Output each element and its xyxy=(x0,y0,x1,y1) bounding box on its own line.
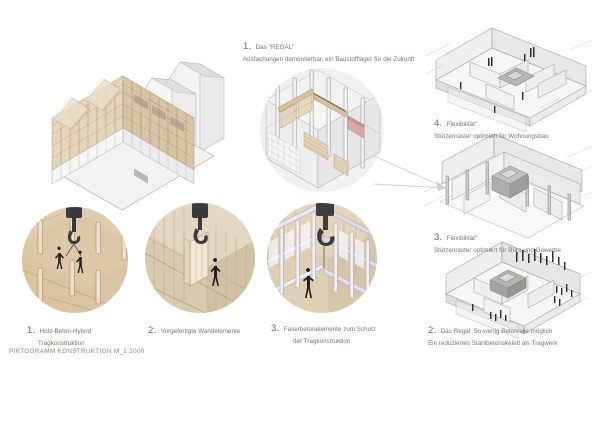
detail-circle-3 xyxy=(262,200,382,316)
callout-line1: Faserbetonelemente zum Schutz xyxy=(283,326,377,333)
callout-line1: Flexibilität" xyxy=(446,235,478,242)
callout-number: 1. xyxy=(243,41,252,52)
callout-number: 4. xyxy=(434,118,443,129)
callout-number: 3. xyxy=(271,323,280,334)
detail-circle-regal xyxy=(256,62,392,198)
axo-3-buero-gewerbe xyxy=(423,133,593,239)
callout-number: 3. xyxy=(434,232,443,243)
callout-line1: Flexibilität" xyxy=(446,121,478,128)
callout-1-regal: 1. Das "REGAL" Ausfachungen demontierbar… xyxy=(243,34,414,64)
sheet-title: PIKTOGRAMM KONSTRUKTION M_1:1000 xyxy=(9,348,145,355)
detail-circle-1 xyxy=(18,204,134,316)
axo-2-stahlbetonskelett xyxy=(428,241,593,339)
callout-2-regal-beton: 2. Das Regal: So wenig Beton wie möglich… xyxy=(428,318,558,348)
callout-number: 2. xyxy=(148,325,157,336)
callout-number: 2. xyxy=(428,325,437,336)
axo-4-wohnungsbau xyxy=(425,27,593,133)
callout-line1: Das Regal: So wenig Beton wie möglich xyxy=(440,328,553,335)
callout-line2: Stützenraster optimiert für Büro und Gew… xyxy=(434,246,562,254)
callout-line2: Stützenraster optimiert für Wohnungsbau xyxy=(434,132,549,140)
callout-line1: Holz-Beton-Hybrid xyxy=(39,328,92,335)
callout-line2: Ein reduziertes Stahlbetonskelett als Tr… xyxy=(428,339,558,347)
callout-1-holz-beton-hybrid: 1. Holz-Beton-Hybrid Tragkonstruktion xyxy=(27,318,91,348)
pointer-arrow-to-axonometrics xyxy=(372,150,482,210)
callout-line2: Tragkonstruktion xyxy=(38,339,85,347)
callout-3-flexibilitaet: 3. Flexibilität" Stützenraster optimiert… xyxy=(434,225,561,255)
callout-line1: Das "REGAL" xyxy=(255,44,295,51)
main-axonometric-building xyxy=(28,18,228,211)
callout-line2: Ausfachungen demontierbar, ein Baustoffl… xyxy=(243,55,415,63)
callout-4-flexibilitaet: 4. Flexibilität" Stützenraster optimiert… xyxy=(434,111,549,141)
callout-2-wandelemente: 2. Vorgefertigte Wandelemente xyxy=(148,318,240,340)
callout-3-faserbeton: 3. Faserbetonelemente zum Schutz der Tra… xyxy=(271,316,376,346)
callout-line2: der Tragkonstruktion xyxy=(293,337,351,345)
detail-circle-2 xyxy=(140,200,260,316)
callout-number: 1. xyxy=(27,325,36,336)
callout-line1: Vorgefertigte Wandelemente xyxy=(160,328,241,335)
